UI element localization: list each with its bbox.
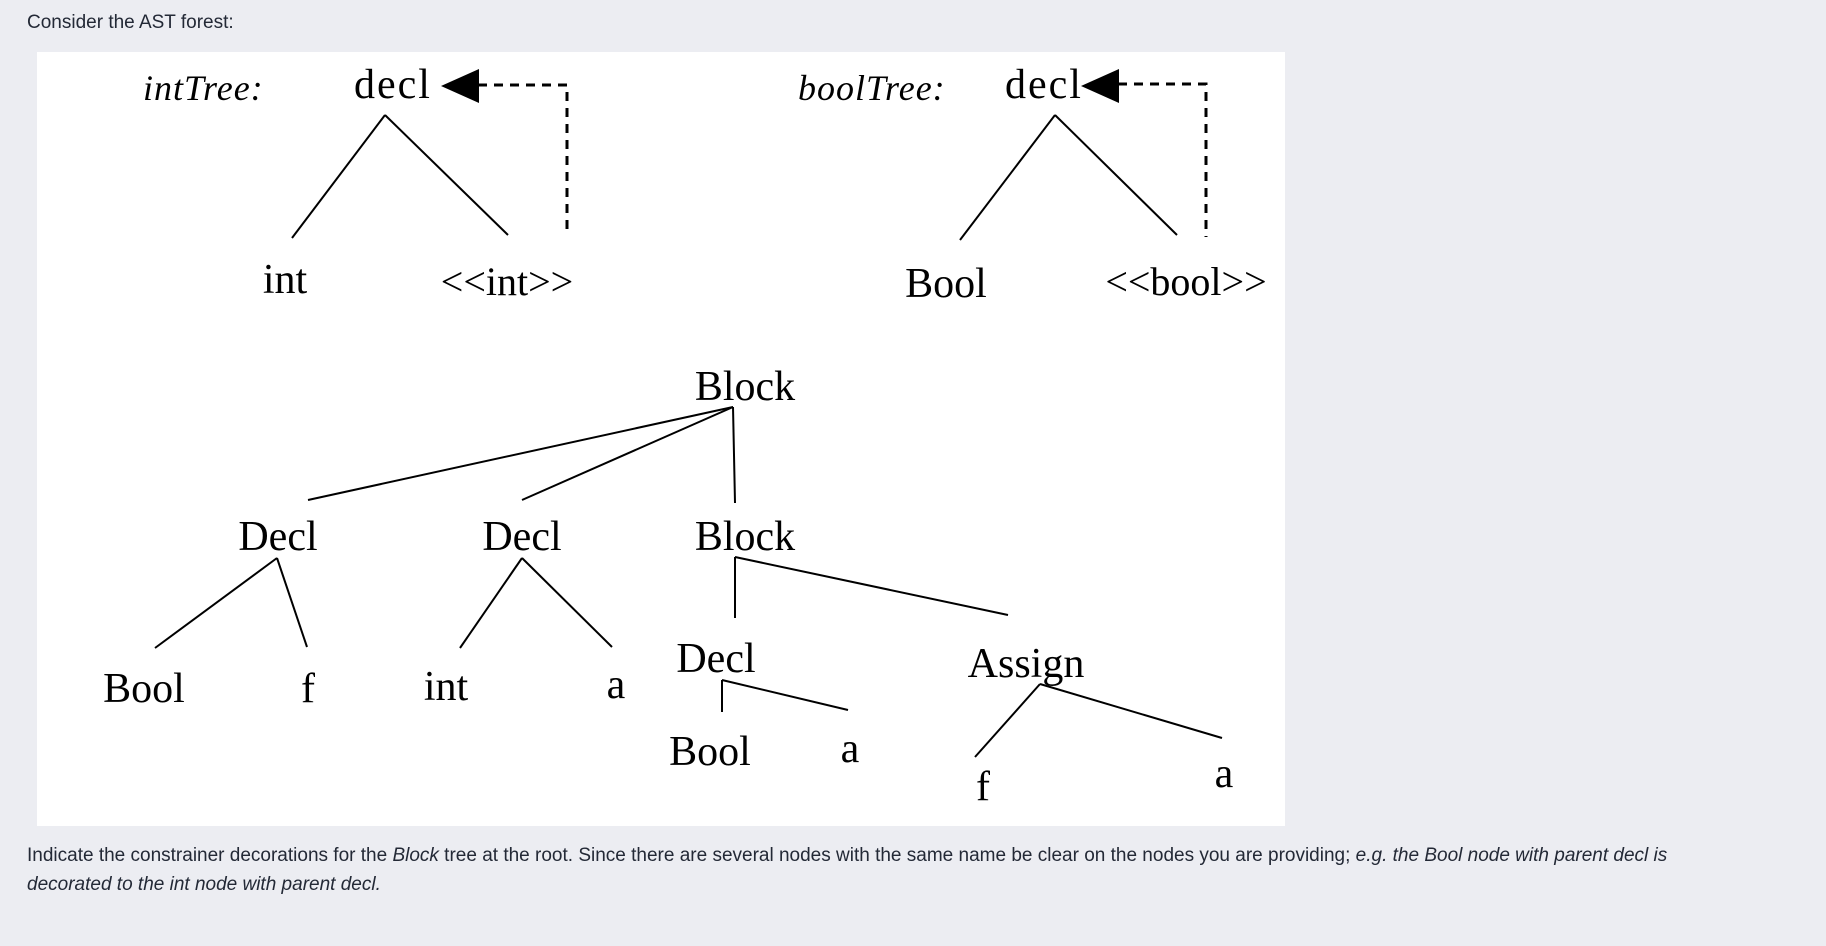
int-tree-title: intTree: xyxy=(143,68,264,108)
int-tree-left-edge xyxy=(291,114,386,239)
inner-decl-left-leaf: Bool xyxy=(669,729,751,775)
int-tree-dashed-backlink xyxy=(478,83,569,235)
assign-left-edge xyxy=(974,683,1041,758)
inner-decl-right-leaf: a xyxy=(841,726,860,772)
bool-tree-right-leaf: <<bool>> xyxy=(1105,259,1266,304)
question-seg-4: e.g. the Bool node with parent decl is xyxy=(1355,845,1668,866)
left-arrowhead-icon xyxy=(441,69,479,103)
decl1-label: Decl xyxy=(238,514,317,560)
inner-block-label: Block xyxy=(695,514,795,560)
decl1-right-edge xyxy=(276,557,308,648)
decl2-label: Decl xyxy=(482,514,561,560)
decl2-left-leaf: int xyxy=(424,664,469,710)
inner-block-edge-to-assign xyxy=(734,556,1009,616)
assign-label: Assign xyxy=(968,641,1085,687)
inner-decl-right-edge xyxy=(721,679,849,711)
decl1-left-edge xyxy=(154,557,278,649)
question-text: Indicate the constrainer decorations for… xyxy=(27,841,1796,899)
decl2-right-leaf: a xyxy=(607,662,626,708)
diagram-panel: intTree: decl int <<int>> boolTree: decl… xyxy=(37,52,1285,826)
int-tree-right-edge xyxy=(384,114,509,236)
bool-tree-left-edge xyxy=(959,114,1056,241)
bool-tree-title: boolTree: xyxy=(798,68,946,108)
right-arrowhead-icon xyxy=(1081,69,1119,103)
assign-right-leaf: a xyxy=(1215,751,1234,797)
decl1-left-leaf: Bool xyxy=(103,666,185,712)
decl2-right-edge xyxy=(521,557,613,648)
question-seg-5: decorated to the int node with parent de… xyxy=(27,874,381,895)
decl2-left-edge xyxy=(459,557,523,649)
bool-tree-right-edge xyxy=(1054,114,1178,236)
bool-tree-root-label: decl xyxy=(1005,62,1083,108)
intro-text: Consider the AST forest: xyxy=(27,12,234,33)
bool-tree-dashed-backlink xyxy=(1118,82,1208,237)
block-root-label: Block xyxy=(695,364,795,410)
int-tree-left-leaf: int xyxy=(263,257,308,303)
ast-forest-diagram: intTree: decl int <<int>> boolTree: decl… xyxy=(103,62,1267,810)
assign-left-leaf: f xyxy=(976,764,990,810)
int-tree-root-label: decl xyxy=(354,62,432,108)
block-edge-to-decl2 xyxy=(521,406,734,501)
block-edge-to-inner-block xyxy=(732,406,736,504)
bool-tree-left-leaf: Bool xyxy=(905,261,987,307)
decl1-right-leaf: f xyxy=(301,666,315,712)
question-seg-2: Block xyxy=(392,845,439,866)
block-edge-to-decl1 xyxy=(307,406,734,501)
question-seg-3: tree at the root. Since there are severa… xyxy=(438,845,1356,866)
question-seg-1: Indicate the constrainer decorations for… xyxy=(27,845,393,866)
assign-right-edge xyxy=(1039,683,1223,739)
int-tree-right-leaf: <<int>> xyxy=(441,259,573,304)
inner-decl-label: Decl xyxy=(676,636,755,682)
